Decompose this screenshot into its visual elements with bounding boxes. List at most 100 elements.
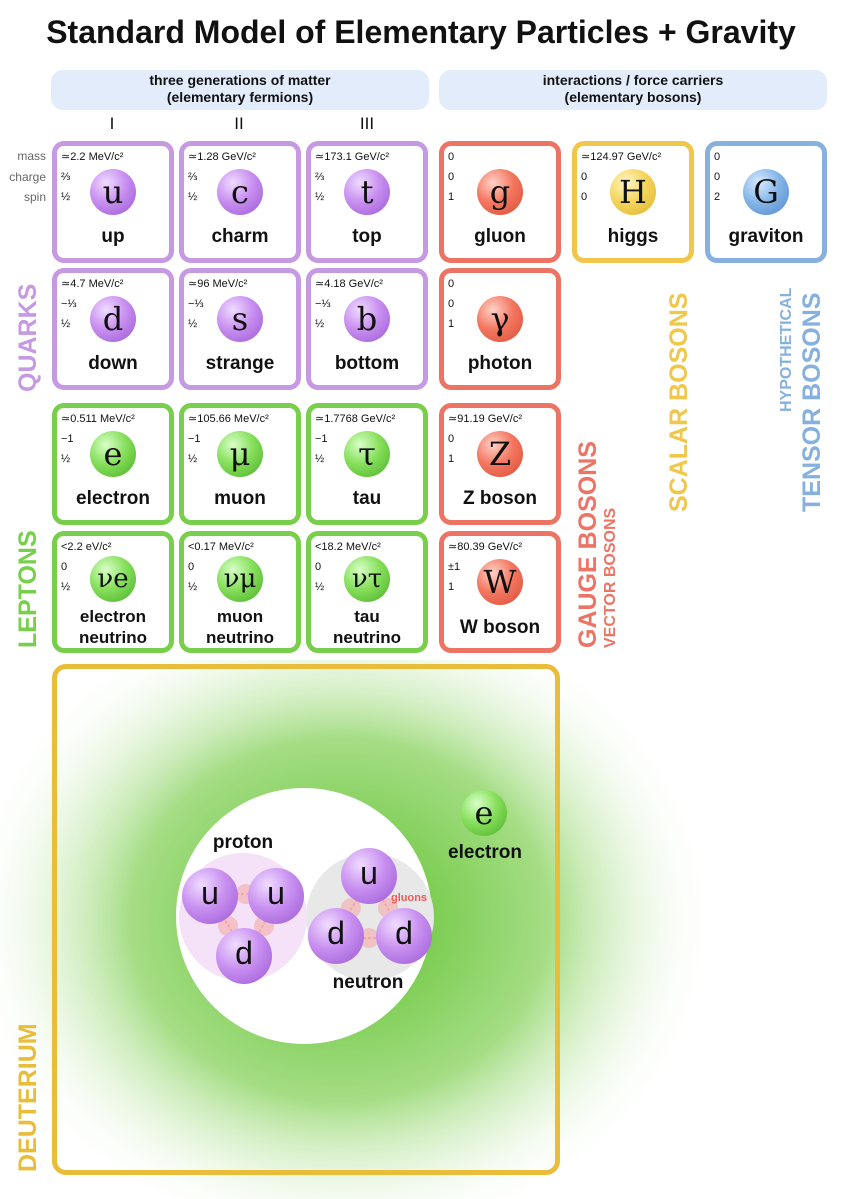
particle-symbol: d bbox=[90, 296, 136, 342]
particle-charge: 0 bbox=[714, 171, 721, 183]
generation-3-label: III bbox=[359, 114, 375, 133]
particle-symbol: s bbox=[217, 296, 263, 342]
particle-symbol: Z bbox=[477, 431, 523, 477]
particle-charge: ⅔ bbox=[315, 171, 325, 183]
particle-card-W-boson: ≃80.39 GeV/c² ±1 1 W W boson bbox=[439, 531, 561, 653]
particle-spin: ½ bbox=[61, 191, 71, 203]
particle-spin: 1 bbox=[448, 318, 455, 330]
particle-mass: ≃1.28 GeV/c² bbox=[188, 151, 256, 163]
particle-card-photon: 0 0 1 γ photon bbox=[439, 268, 561, 390]
particle-mass: ≃124.97 GeV/c² bbox=[581, 151, 662, 163]
particle-symbol: W bbox=[477, 559, 523, 605]
quarks-label: QUARKS bbox=[14, 283, 42, 392]
particle-spin: ½ bbox=[61, 581, 71, 593]
particle-charge: −⅓ bbox=[188, 298, 204, 310]
particle-card-Z-boson: ≃91.19 GeV/c² 0 1 Z Z boson bbox=[439, 403, 561, 525]
particle-mass: ≃4.18 GeV/c² bbox=[315, 278, 383, 290]
particle-charge: −⅓ bbox=[315, 298, 331, 310]
particle-mass: ≃2.2 MeV/c² bbox=[61, 151, 124, 163]
particle-symbol: H bbox=[610, 169, 656, 215]
particle-symbol: γ bbox=[477, 296, 523, 342]
particle-mass: 0 bbox=[714, 151, 721, 163]
fermions-header-line1: three generations of matter bbox=[149, 72, 331, 88]
particle-spin: ½ bbox=[188, 453, 198, 465]
particle-spin: ½ bbox=[188, 318, 198, 330]
deuterium-label: DEUTERIUM bbox=[14, 1023, 42, 1172]
particle-name: Z boson bbox=[463, 488, 537, 509]
particle-spin: ½ bbox=[188, 581, 198, 593]
particle-name: up bbox=[101, 226, 125, 247]
proton-quark-d: d bbox=[216, 928, 272, 984]
particle-spin: ½ bbox=[315, 191, 325, 203]
particle-symbol: c bbox=[217, 169, 263, 215]
particle-name: electron bbox=[76, 488, 150, 509]
particle-symbol: e bbox=[90, 431, 136, 477]
particle-symbol: t bbox=[344, 169, 390, 215]
particle-card-bottom: ≃4.18 GeV/c² −⅓ ½ b bottom bbox=[306, 268, 428, 390]
particle-mass: <18.2 MeV/c² bbox=[315, 541, 381, 553]
particle-symbol: g bbox=[477, 169, 523, 215]
particle-spin: ½ bbox=[315, 453, 325, 465]
particle-name-line: neutrino bbox=[206, 628, 274, 647]
particle-name: photon bbox=[467, 353, 533, 374]
hypothetical-label: HYPOTHETICAL bbox=[778, 287, 795, 412]
particle-spin: 1 bbox=[448, 581, 455, 593]
particle-mass: ≃173.1 GeV/c² bbox=[315, 151, 390, 163]
particle-name: bottom bbox=[334, 353, 400, 374]
particle-mass: ≃80.39 GeV/c² bbox=[448, 541, 523, 553]
particle-spin: 1 bbox=[448, 453, 455, 465]
particle-spin: ½ bbox=[315, 318, 325, 330]
bosons-header-line1: interactions / force carriers bbox=[542, 72, 724, 88]
particle-symbol: νμ bbox=[217, 556, 263, 602]
vector-bosons-label: VECTOR BOSONS bbox=[602, 507, 619, 648]
particle-mass: 0 bbox=[448, 278, 455, 290]
deuterium-electron: e bbox=[461, 790, 507, 836]
bosons-header: interactions / force carriers (elementar… bbox=[439, 70, 827, 110]
particle-name: strange bbox=[205, 353, 275, 374]
particle-charge: 0 bbox=[448, 433, 455, 445]
particle-mass: ≃4.7 MeV/c² bbox=[61, 278, 124, 290]
particle-spin: 0 bbox=[581, 191, 588, 203]
particle-name-line: neutrino bbox=[333, 628, 401, 647]
particle-spin: ½ bbox=[315, 581, 325, 593]
particle-name: graviton bbox=[728, 226, 804, 247]
particle-charge: −1 bbox=[61, 433, 74, 445]
scalar-bosons-label: SCALAR BOSONS bbox=[665, 292, 693, 512]
particle-charge: ±1 bbox=[448, 561, 461, 573]
particle-symbol: τ bbox=[344, 431, 390, 477]
mass-row-label: mass bbox=[17, 149, 46, 163]
particle-name: down bbox=[88, 353, 138, 374]
page-title: Standard Model of Elementary Particles +… bbox=[46, 14, 796, 50]
particle-name: tau bbox=[352, 488, 382, 509]
particle-name: muon bbox=[214, 488, 266, 509]
neutron-quark-d1: d bbox=[308, 908, 364, 964]
particle-name-line: neutrino bbox=[79, 628, 147, 647]
charge-row-label: charge bbox=[9, 170, 46, 184]
particle-charge: 0 bbox=[448, 298, 455, 310]
generation-1-label: I bbox=[109, 114, 115, 133]
particle-charge: 0 bbox=[581, 171, 588, 183]
particle-spin: ½ bbox=[188, 191, 198, 203]
particle-mass: ≃91.19 GeV/c² bbox=[448, 413, 523, 425]
proton-quark-u1: u bbox=[182, 868, 238, 924]
generation-2-label: II bbox=[234, 114, 244, 133]
particle-charge: −1 bbox=[315, 433, 328, 445]
neutron-quark-u: u bbox=[341, 848, 397, 904]
deuterium-electron-label: electron bbox=[448, 842, 522, 863]
particle-charge: −⅓ bbox=[61, 298, 77, 310]
spin-row-label: spin bbox=[23, 190, 46, 204]
gluons-label: gluons bbox=[391, 892, 428, 904]
particle-name: W boson bbox=[459, 617, 541, 638]
particle-symbol: G bbox=[743, 169, 789, 215]
particle-symbol: b bbox=[344, 296, 390, 342]
gauge-bosons-label: GAUGE BOSONS bbox=[574, 441, 602, 648]
fermions-header-line2: (elementary fermions) bbox=[166, 89, 314, 105]
